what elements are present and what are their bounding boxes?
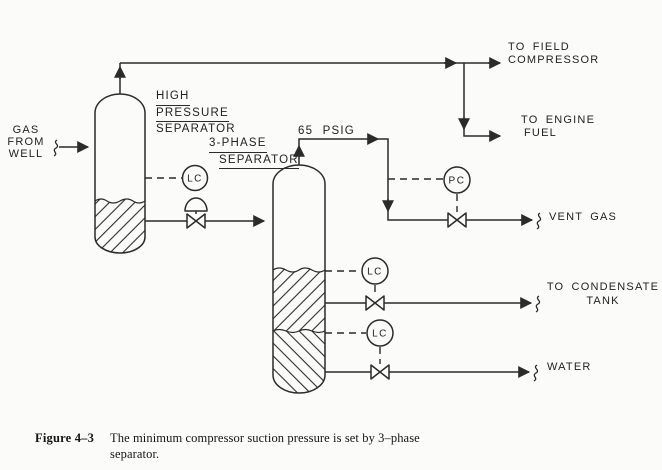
engine-fuel-line2: FUEL — [524, 127, 557, 139]
svg-text:LC: LC — [367, 267, 383, 278]
condensate-line1: TO CONDENSATE — [546, 281, 660, 293]
hp-label-line2: PRESSURE — [156, 106, 229, 122]
caption-line2: separator. — [110, 446, 160, 461]
gas-from-well-label: GAS FROM WELL — [1, 124, 51, 160]
condensate-level-line — [272, 267, 326, 273]
figure-caption: Figure 4–3 The minimum compressor suctio… — [35, 431, 635, 462]
condensate-control-valve-icon — [365, 295, 385, 311]
to-condensate-tank-label: TO CONDENSATE TANK — [545, 281, 661, 308]
water-control-valve-icon — [370, 364, 390, 380]
condensate-level-controller: LC — [361, 257, 389, 285]
pressure-controller: PC — [443, 166, 471, 194]
line-break-symbol — [536, 212, 542, 230]
engine-fuel-branch — [463, 63, 500, 137]
oil-water-interface-line — [272, 328, 326, 334]
svg-text:LC: LC — [187, 174, 203, 185]
hp-liquid-level-line — [94, 198, 146, 204]
three-phase-separator-label: 3-PHASE SEPARATOR — [209, 136, 299, 169]
hp-valve-actuator-dome-icon — [184, 197, 208, 212]
engine-fuel-line1: TO ENGINE — [521, 114, 596, 126]
condensate-line2: TANK — [586, 294, 620, 307]
water-label: WATER — [547, 361, 592, 373]
hp-label-line1: HIGH — [156, 89, 190, 106]
gas-label-line2: FROM — [7, 136, 45, 148]
water-level-controller: LC — [366, 319, 394, 347]
to-field-compressor-label: TO FIELD COMPRESSOR — [508, 41, 599, 67]
gas-label-line3: WELL — [8, 148, 44, 160]
water-layer-hatch — [273, 331, 325, 393]
tp-label-line1: 3-PHASE — [209, 136, 267, 153]
line-break-symbol — [53, 139, 59, 157]
hp-label-line3: SEPARATOR — [156, 123, 236, 135]
caption-line1: The minimum compressor suction pressure … — [110, 431, 420, 445]
pressure-label: 65 PSIG — [298, 125, 355, 137]
vent-gas-label: VENT GAS — [549, 211, 618, 223]
svg-text:PC: PC — [449, 176, 466, 187]
tp-label-line2: SEPARATOR — [219, 153, 299, 169]
figure-caption-text: The minimum compressor suction pressure … — [110, 431, 420, 462]
condensate-layer-hatch — [273, 268, 325, 331]
vent-control-valve-icon — [447, 212, 467, 228]
process-flow-drawing: LC PC LC LC — [53, 57, 542, 394]
hp-level-controller: LC — [181, 164, 209, 192]
to-engine-fuel-label: TO ENGINE FUEL — [521, 114, 595, 140]
field-compressor-line1: TO FIELD — [508, 41, 570, 53]
hp-level-control-valve-icon — [186, 213, 206, 229]
line-break-symbol — [533, 364, 539, 382]
hp-liquid-hatch — [95, 199, 145, 253]
line-break-symbol — [535, 295, 541, 313]
svg-text:LC: LC — [372, 329, 388, 340]
gas-label-line1: GAS — [12, 124, 40, 136]
three-phase-separator-vessel — [272, 164, 326, 394]
field-compressor-line2: COMPRESSOR — [508, 54, 600, 66]
figure-number: Figure 4–3 — [35, 431, 95, 445]
hp-separator-vessel — [94, 93, 146, 254]
hp-separator-label: HIGH PRESSURE SEPARATOR — [156, 89, 236, 137]
